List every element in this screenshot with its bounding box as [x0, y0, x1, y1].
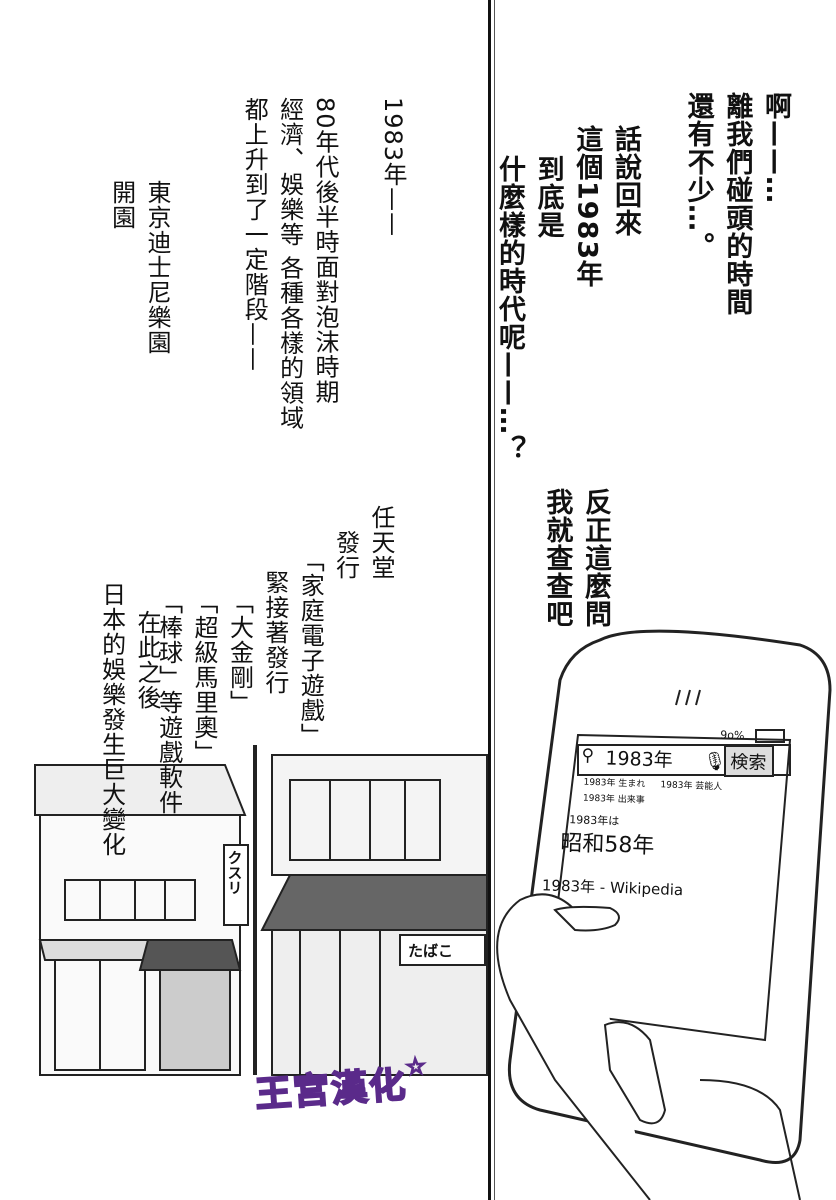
narration-line: 在此之後 [133, 610, 161, 710]
narration-group-1a: 1983年—— [379, 97, 407, 238]
dialogue-group-2: 話說回來 這個1983年 到底是 什麼樣的時代呢——…？ [493, 125, 641, 463]
narration-line: 1983年—— [379, 97, 407, 238]
narration-line: 緊接著發行 [260, 570, 289, 695]
narration-group-1b: 80年代後半時面對泡沫時期 經濟、娛樂等 各種各樣的領域 都上升到了一定階段—— [240, 97, 339, 431]
phone-drawing [496, 629, 832, 1200]
star-icon: ☆ [404, 1053, 429, 1081]
dialogue-line: 話說回來 [610, 125, 641, 237]
result-label: 1983年は [569, 813, 620, 828]
narration-group-4: 在此之後 日本的娛樂發生巨大變化 [97, 582, 161, 857]
narration-line: 都上升到了一定階段—— [240, 97, 269, 372]
dialogue-line: 這個1983年 [571, 125, 603, 289]
search-suggestion[interactable]: 1983年 芸能人 [660, 780, 723, 793]
pharmacy-sign: クスリ [225, 850, 244, 895]
logo-char: 漢 [329, 1066, 372, 1112]
tobacco-sign: たばこ [408, 942, 454, 960]
panel-border [488, 0, 491, 1200]
dialogue-line: 到底是 [532, 155, 564, 239]
search-suggestion[interactable]: 1983年 出来事 [582, 793, 645, 806]
dialogue-line: 離我們碰頭的時間 [721, 92, 753, 316]
narration-line: 「大金剛」 [225, 590, 254, 715]
microphone-icon[interactable]: 🎙 [702, 750, 727, 773]
logo-char: 宮 [291, 1069, 334, 1115]
dialogue-group-1: 啊——… 離我們碰頭的時間 還有不少…。 [682, 92, 791, 316]
narration-line: 「家庭電子遊戲」 [296, 548, 325, 748]
narration-line: 「棒球」等遊戲軟件 [154, 590, 183, 815]
result-main: 昭和58年 [559, 830, 655, 860]
panel-border-inner [494, 0, 495, 1200]
dialogue-line: 啊——… [760, 92, 791, 204]
search-suggestion[interactable]: 1983年 生まれ [583, 777, 646, 790]
narration-group-2: 東京迪士尼樂園 開園 [107, 180, 171, 355]
narration-line: 80年代後半時面對泡沫時期 [311, 97, 339, 405]
battery-level: 9o% [720, 728, 745, 743]
search-input[interactable]: 1983年 [605, 747, 674, 772]
logo-char: 王 [253, 1071, 296, 1117]
logo-char: 化 [367, 1063, 410, 1109]
dialogue-line: 什麼樣的時代呢——…？ [493, 155, 525, 463]
buildings-drawing [34, 745, 488, 1076]
narration-line: 日本的娛樂發生巨大變化 [97, 582, 126, 857]
wikipedia-link[interactable]: 1983年 - Wikipedia [541, 876, 684, 900]
dialogue-line: 反正這麼問 [580, 488, 611, 628]
dialogue-line: 我就查查吧 [541, 488, 573, 628]
dialogue-group-3: 反正這麼問 我就查查吧 [541, 488, 611, 628]
narration-line: 東京迪士尼樂園 [143, 180, 171, 355]
search-icon: ⚲ [581, 745, 595, 766]
narration-line: 任天堂 [367, 505, 395, 580]
narration-line: 「超級馬里奧」 [190, 590, 219, 765]
narration-line: 經濟、娛樂等 各種各樣的領域 [275, 97, 304, 431]
narration-group-3: 任天堂 發行 「家庭電子遊戲」 緊接著發行 「大金剛」 「超級馬里奧」 「棒球」… [154, 505, 395, 815]
search-button[interactable]: 検索 [729, 751, 767, 774]
narration-line: 發行 [331, 530, 360, 580]
narration-line: 開園 [107, 180, 136, 230]
dialogue-line: 還有不少…。 [682, 92, 714, 260]
